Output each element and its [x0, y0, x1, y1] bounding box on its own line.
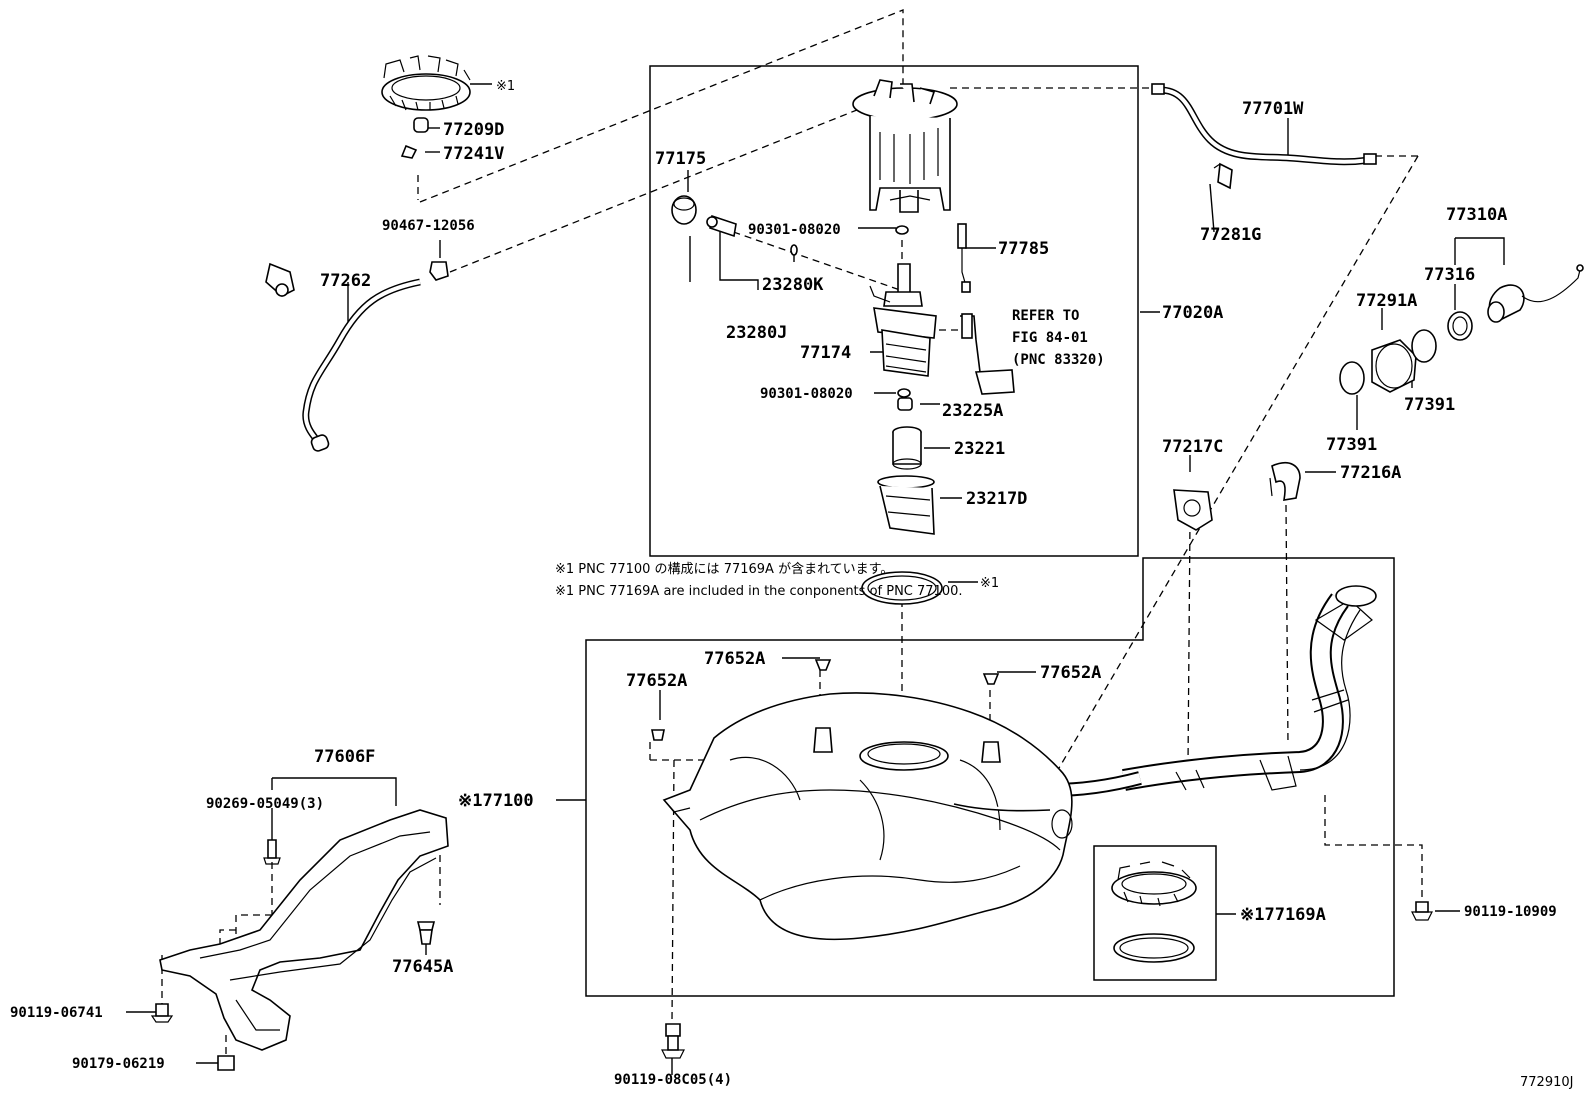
plug-77652A-top [814, 659, 832, 671]
label-77316: 77316 [1424, 265, 1475, 285]
label-77310A: 77310A [1446, 205, 1507, 225]
filler-pipe [1051, 585, 1377, 797]
label-77785: 77785 [998, 239, 1049, 259]
hose-77701W [1151, 83, 1377, 166]
o-ring-77391-right [1411, 329, 1437, 363]
label-77645A: 77645A [392, 957, 453, 977]
sub-ring-box [1093, 845, 1217, 981]
gasket-ring [861, 571, 943, 605]
label-23217D: 23217D [966, 489, 1027, 509]
label-90269-05049: 90269-05049(3) [206, 796, 324, 812]
clamp-77217C [1173, 489, 1213, 531]
sender-gauge [957, 223, 1015, 395]
label-90119-08C05: 90119-08C05(4) [614, 1072, 732, 1088]
label-77100: ※177100 [458, 791, 534, 811]
label-23280J: 23280J [726, 323, 787, 343]
connector-23280J [706, 214, 737, 238]
diagram-id: 772910J [1520, 1075, 1573, 1090]
label-77606F: 77606F [314, 747, 375, 767]
label-23280K: 23280K [762, 275, 824, 295]
nut-90179-06219 [217, 1055, 235, 1071]
label-90179-06219: 90179-06219 [72, 1056, 165, 1072]
plug-77652A-left [651, 729, 665, 741]
bolt-90119-10909 [1411, 901, 1433, 921]
clip-77645A [416, 921, 436, 945]
refer-line-3: (PNC 83320) [1012, 352, 1105, 368]
note-en: ※1 PNC 77169A are included in the conpon… [555, 584, 963, 599]
label-77701W: 77701W [1242, 99, 1304, 119]
fuel-pump-23221 [892, 426, 922, 470]
plug-77652A-right [982, 673, 1000, 685]
label-90119-10909: 90119-10909 [1464, 904, 1557, 920]
bolt-90119-08C05 [661, 1023, 685, 1059]
o-ring-90301-a [895, 225, 909, 235]
label-77241V: 77241V [443, 144, 504, 164]
note-gasket: ※1 [980, 576, 999, 591]
label-77216A: 77216A [1340, 463, 1401, 483]
label-77652A-left: 77652A [626, 671, 687, 691]
hose-77262 [302, 278, 421, 452]
label-77020A: 77020A [1162, 303, 1223, 323]
label-77175: 77175 [655, 149, 706, 169]
note-ring-top: ※1 [496, 79, 515, 94]
lock-ring-top [381, 55, 471, 111]
label-77217C: 77217C [1162, 437, 1223, 457]
fuel-tank-box [585, 557, 1395, 997]
filler-neck-77291A [1371, 339, 1417, 393]
gasket-77316 [1447, 311, 1473, 341]
label-77391-left: 77391 [1326, 435, 1377, 455]
o-ring-77391-left [1339, 361, 1365, 395]
leader-lines [126, 83, 1505, 1075]
label-90119-06741: 90119-06741 [10, 1005, 103, 1021]
strainer-23217D [877, 475, 935, 535]
protector-77606F [159, 809, 449, 1051]
label-77281G: 77281G [1200, 225, 1261, 245]
label-23225A: 23225A [942, 401, 1003, 421]
label-77209D: 77209D [443, 120, 504, 140]
clamp-77241V [400, 144, 418, 159]
cushion-23225A [897, 397, 913, 411]
label-77262: 77262 [320, 271, 371, 291]
breather-hose-upper [265, 117, 429, 297]
fuel-tank [662, 692, 1073, 941]
refer-line-2: FIG 84-01 [1012, 330, 1088, 346]
lock-ring-77169A [1111, 861, 1197, 963]
label-90301-a: 90301-08020 [748, 222, 841, 238]
note-jp: ※1 PNC 77100 の構成には 77169A が含まれています。 [555, 561, 893, 577]
fuel-pump-assembly-box [649, 65, 1139, 557]
label-90467-12056: 90467-12056 [382, 218, 475, 234]
filter-77175 [671, 195, 697, 225]
label-77169A: ※177169A [1240, 905, 1326, 925]
label-77652A-top: 77652A [704, 649, 765, 669]
bolt-90119-06741 [150, 1003, 174, 1023]
o-ring-23280K [790, 244, 798, 256]
label-77291A: 77291A [1356, 291, 1417, 311]
pump-bracket-77174 [869, 263, 937, 377]
label-77391-right: 77391 [1404, 395, 1455, 415]
o-ring-90301-b [897, 388, 911, 398]
clip-90467-12056 [429, 261, 449, 281]
bolt-90269-05049 [263, 839, 281, 865]
fuel-cap-77310A [1487, 264, 1584, 323]
label-23221: 23221 [954, 439, 1005, 459]
protector-77216A [1269, 462, 1301, 501]
label-77652A-right: 77652A [1040, 663, 1101, 683]
fuel-pump-flange [852, 79, 958, 213]
refer-line-1: REFER TO [1012, 308, 1079, 324]
clamp-77281G [1213, 162, 1233, 190]
label-77174: 77174 [800, 343, 851, 363]
label-90301-b: 90301-08020 [760, 386, 853, 402]
